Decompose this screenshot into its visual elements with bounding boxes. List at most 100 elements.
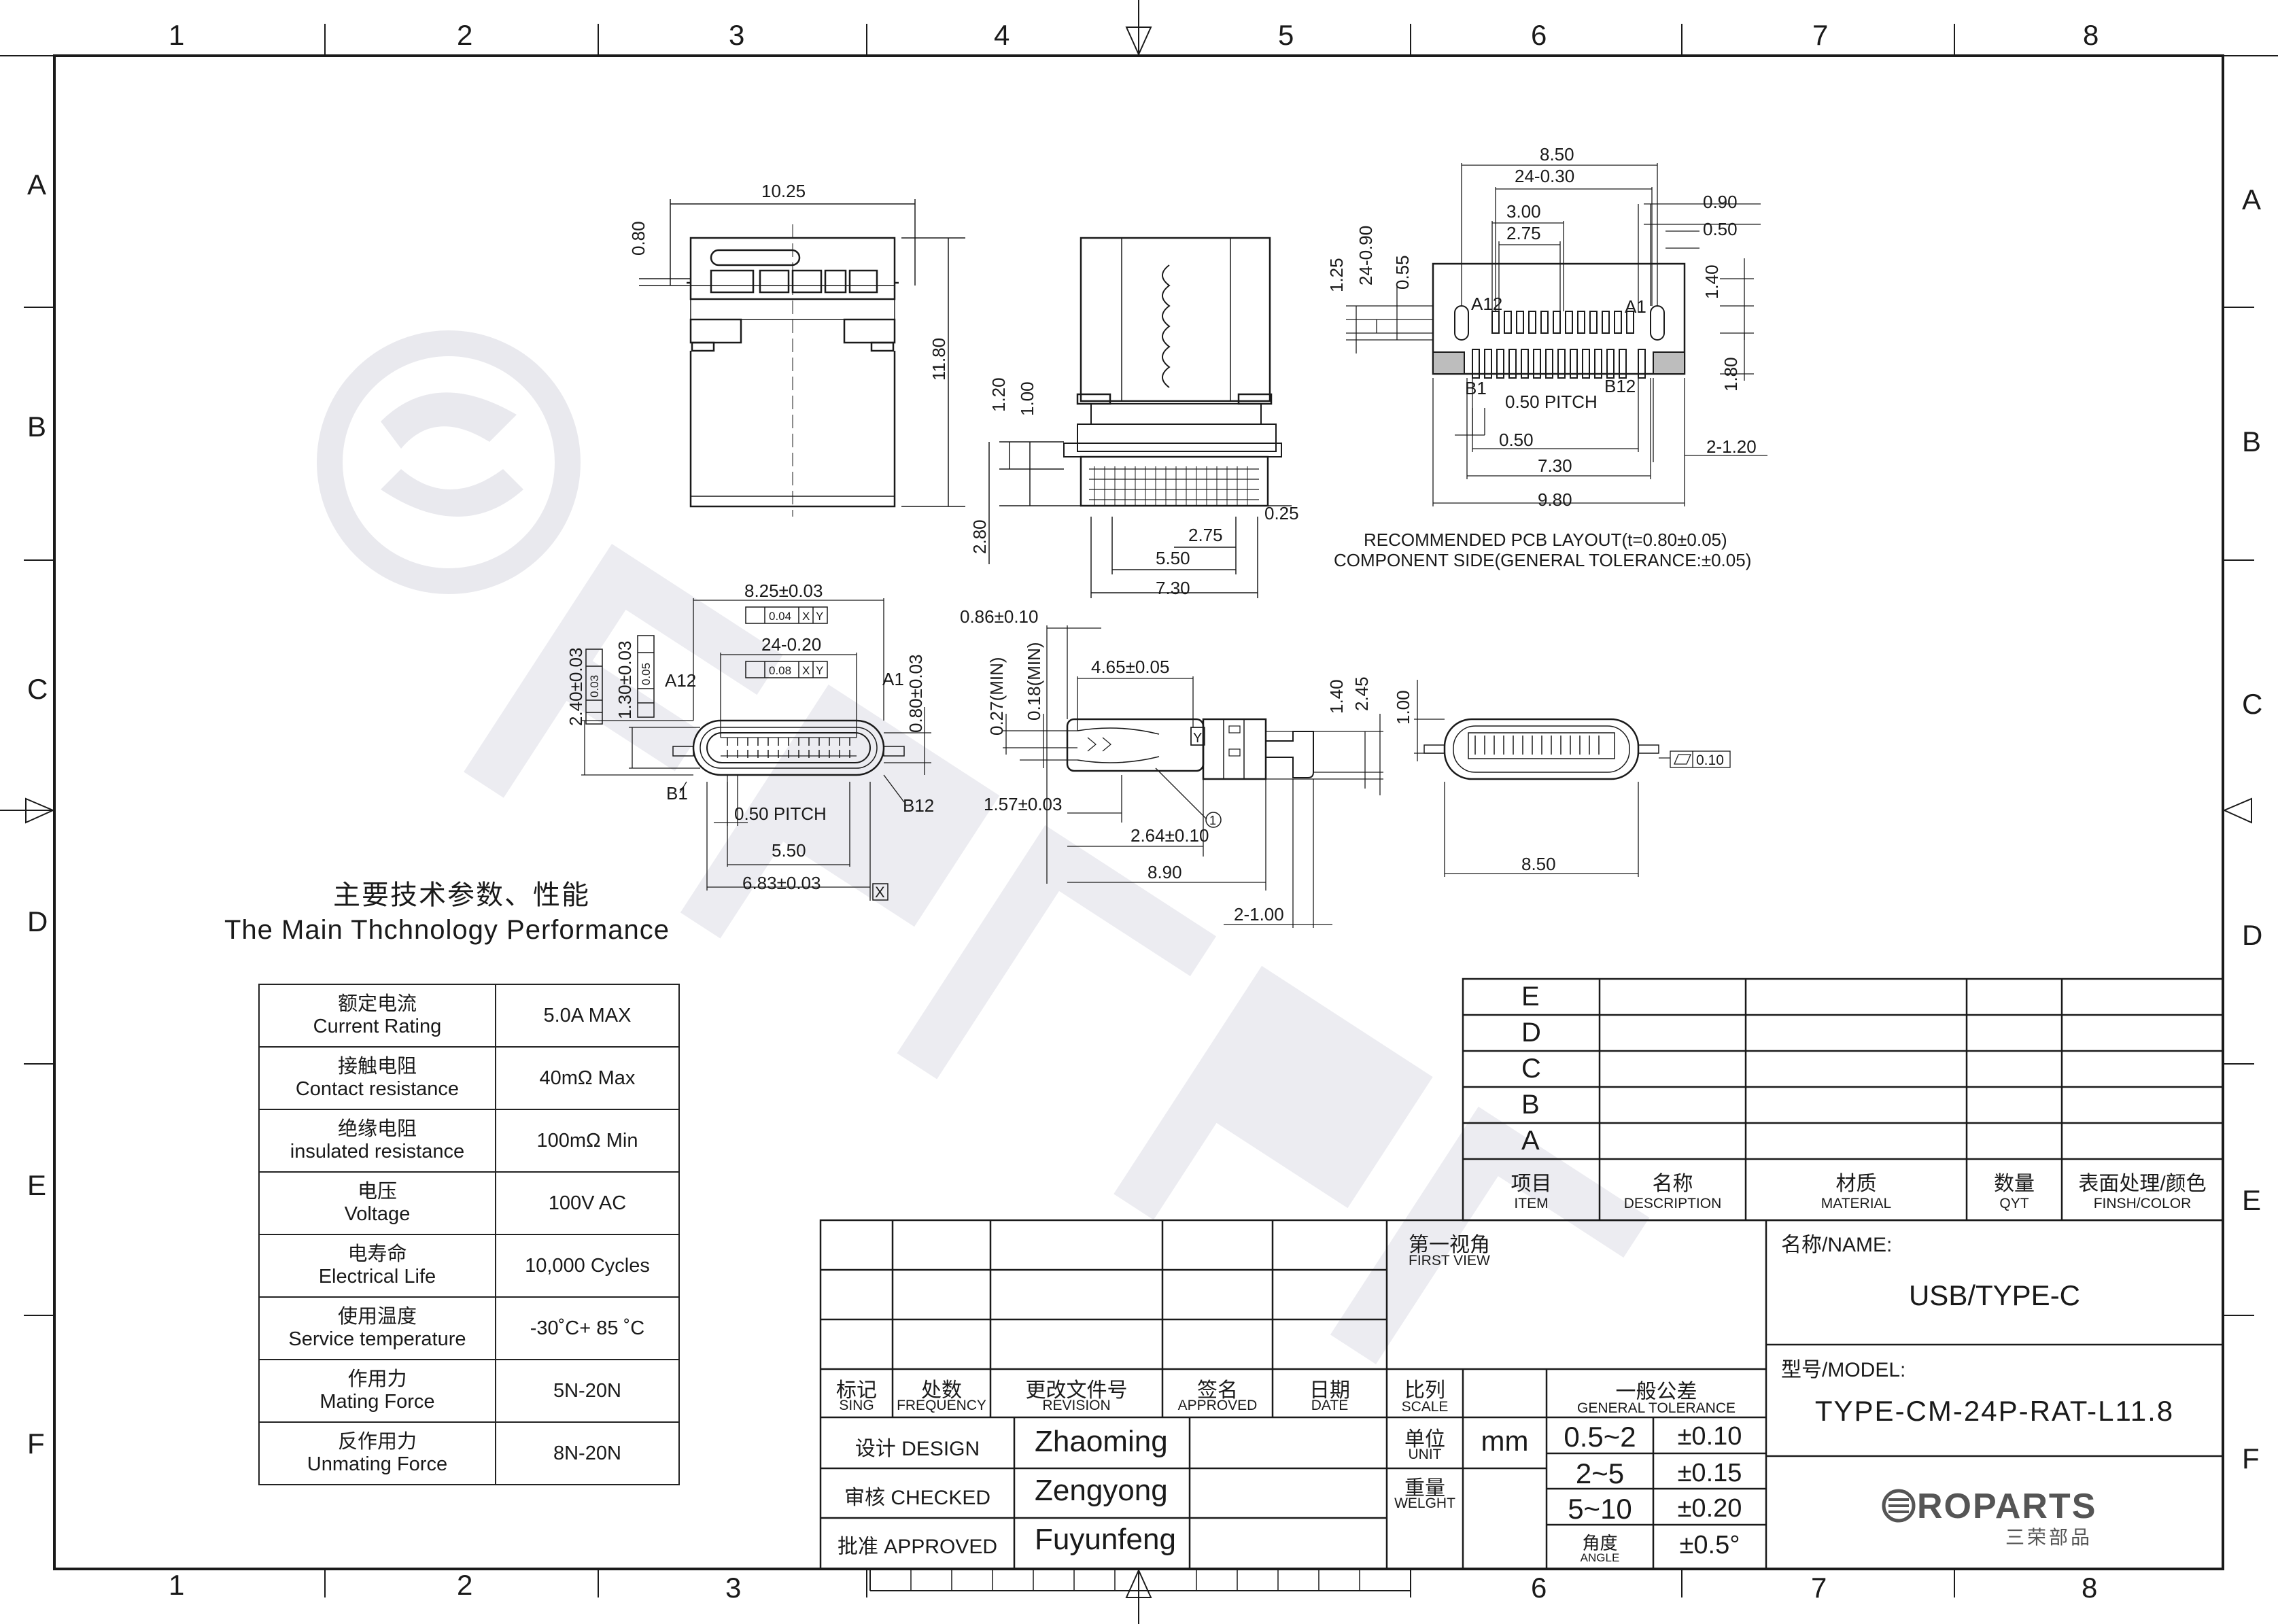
spec-label-cn: 额定电流	[337, 993, 417, 1015]
col-label: 7	[1811, 1572, 1827, 1604]
front-pin-b12: B12	[903, 795, 934, 816]
front-view-tolerance-frames	[585, 606, 888, 901]
dim-section-d4: 2.64±0.10	[1131, 825, 1209, 846]
unit-en: UNIT	[1408, 1447, 1442, 1462]
tol-front-2: 0.08	[769, 664, 791, 677]
title-block-grid	[819, 1219, 2224, 1591]
row-label: A	[2242, 184, 2262, 215]
dim-pcb-pitchgroup: 24-0.30	[1515, 166, 1574, 186]
name-label: 名称/NAME:	[1781, 1234, 1893, 1256]
first-view-cn: 第一视角	[1409, 1234, 1490, 1256]
dim-side-h3: 2.80	[969, 519, 990, 554]
front-pitch: 0.50 PITCH	[734, 804, 827, 824]
name-value: USB/TYPE-C	[1908, 1279, 2081, 1311]
spec-value: 100mΩ Min	[494, 1109, 680, 1173]
col-label: 2	[457, 1569, 473, 1601]
front-pin-a1: A1	[882, 669, 904, 689]
dim-front-width-top: 8.25±0.03	[744, 581, 823, 601]
dim-front-h1: 2.40±0.03	[566, 648, 586, 726]
dim-top-offset: 0.80	[628, 221, 649, 256]
pcb-pitch: 0.50 PITCH	[1505, 392, 1598, 412]
spec-label-en: insulated resistance	[290, 1141, 465, 1162]
col-label: 1	[169, 19, 185, 51]
dim-pcb-v4: 1.40	[1702, 264, 1722, 299]
bom-header-item-cn: 项目	[1511, 1173, 1552, 1195]
dim-pcb-total: 8.50	[1540, 144, 1574, 165]
spec-label-cn: 接触电阻	[337, 1056, 417, 1077]
section-view	[1003, 625, 1383, 928]
logo-cn: 三荣部品	[2005, 1527, 2093, 1548]
dim-section-d2: 4.65±0.05	[1091, 657, 1169, 677]
dim-front-h2: 1.30±0.03	[615, 641, 635, 719]
dim-pcb-v2: 24-0.90	[1356, 226, 1376, 286]
bom-row-label: E	[1521, 982, 1540, 1012]
spec-value: -30˚C+ 85 ˚C	[494, 1296, 680, 1360]
scale-en: SCALE	[1401, 1399, 1449, 1415]
pcb-pin-b1: B1	[1465, 378, 1487, 398]
spec-label-cn: 绝缘电阻	[337, 1118, 417, 1140]
spec-value: 5.0A MAX	[494, 984, 680, 1048]
dim-pcb-d2: 0.50	[1703, 219, 1738, 239]
pcb-pin-a1: A1	[1625, 296, 1646, 317]
ref-front-x2: X	[802, 664, 810, 677]
dim-pcb-w2: 2.75	[1506, 223, 1541, 243]
spec-label-cn: 电压	[357, 1181, 397, 1203]
dim-top-width: 10.25	[761, 181, 806, 201]
front-pin-b1: B1	[666, 783, 688, 804]
weight-en: WELGHT	[1394, 1496, 1455, 1511]
dim-section-v4: 2.45	[1351, 676, 1372, 711]
tolerance-range: 5~10	[1568, 1493, 1632, 1525]
rev-header-appr-en: APPROVED	[1177, 1398, 1258, 1413]
dim-section-d5: 8.90	[1147, 862, 1182, 882]
pcb-pin-b12: B12	[1604, 376, 1636, 396]
ref-front-y2: Y	[816, 664, 823, 677]
row-label: B	[2242, 426, 2262, 457]
dim-section-d3: 1.57±0.03	[984, 794, 1062, 814]
col-label: 8	[2083, 19, 2099, 51]
watermark-logo	[317, 330, 1650, 1364]
row-label: D	[27, 905, 48, 937]
model-value: TYPE-CM-24P-RAT-L11.8	[1814, 1395, 2175, 1427]
dim-front-h3: 0.80±0.03	[905, 655, 926, 733]
specs-heading-en: The Main Thchnology Performance	[224, 915, 670, 945]
tolerance-range: 0.5~2	[1564, 1421, 1636, 1453]
dim-pcb-p2: 7.30	[1538, 455, 1572, 476]
dim-top-height: 11.80	[929, 338, 949, 381]
tolerance-en: GENERAL TOLERANCE	[1576, 1400, 1736, 1416]
dim-side-h1: 1.20	[988, 377, 1009, 412]
rev-header-sing-en: SING	[839, 1398, 874, 1413]
dim-pcb-p4: 2-1.20	[1706, 436, 1757, 457]
checked-name: Zengyong	[1035, 1474, 1168, 1507]
checked-label: 审核 CHECKED	[844, 1487, 991, 1509]
col-label: 8	[2082, 1572, 2098, 1604]
spec-label-en: Service temperature	[288, 1328, 466, 1350]
row-label: F	[2242, 1442, 2260, 1474]
bom-header-finish-cn: 表面处理/颜色	[2078, 1173, 2207, 1195]
tol-front-4: 0.05	[640, 663, 653, 685]
bom-header-qty-cn: 数量	[1994, 1173, 2035, 1195]
bom-header-finish-en: FINSH/COLOR	[2093, 1196, 2192, 1211]
spec-value: 40mΩ Max	[494, 1046, 680, 1110]
dim-pcb-p3: 9.80	[1538, 489, 1572, 510]
end-view	[1414, 680, 1731, 877]
dim-pcb-w1: 3.00	[1506, 201, 1541, 222]
bom-header-desc-en: DESCRIPTION	[1623, 1196, 1722, 1211]
rev-header-freq-en: FREQUENCY	[897, 1398, 986, 1413]
section-ref-y: Y	[1193, 731, 1202, 746]
dim-pcb-d1: 0.90	[1703, 192, 1738, 212]
tol-front-1: 0.04	[769, 610, 791, 623]
rev-header-freq-cn: 处数	[921, 1379, 962, 1402]
spec-label-cn: 反作用力	[337, 1431, 417, 1453]
bom-row-label: B	[1521, 1090, 1540, 1120]
row-label: A	[27, 169, 47, 201]
